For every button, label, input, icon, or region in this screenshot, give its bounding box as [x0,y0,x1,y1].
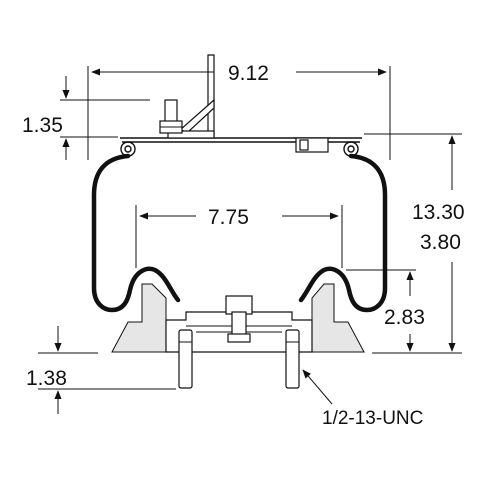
dimension-overall-height: 13.30 3.80 [364,133,465,354]
dimension-inner-width-label: 7.75 [208,206,249,229]
dimension-top-width: 9.12 [87,62,391,160]
dimension-stud-length: 1.38 [26,326,176,414]
bottom-studs [178,329,300,389]
dimension-top-width-label: 9.12 [228,62,269,85]
stud-thread-callout: 1/2-13-UNC [302,369,423,429]
mounting-bracket [167,54,215,139]
dimension-inner-width: 7.75 [135,205,343,268]
dimension-top-plate-height-label: 1.35 [22,114,63,137]
rubber-bellows [91,153,388,313]
air-fitting [295,137,329,153]
dimension-stud-length-label: 1.38 [26,367,67,390]
dimension-top-plate-height: 1.35 [22,76,150,160]
stud-thread-callout-label: 1/2-13-UNC [322,408,423,429]
piston-base [111,283,365,353]
dimension-height-min-label: 3.80 [420,231,461,254]
dimension-piston-height: 2.83 [346,269,425,352]
top-stud [159,99,183,134]
dimension-height-max-label: 13.30 [412,201,465,224]
dimension-piston-height-label: 2.83 [384,306,425,329]
